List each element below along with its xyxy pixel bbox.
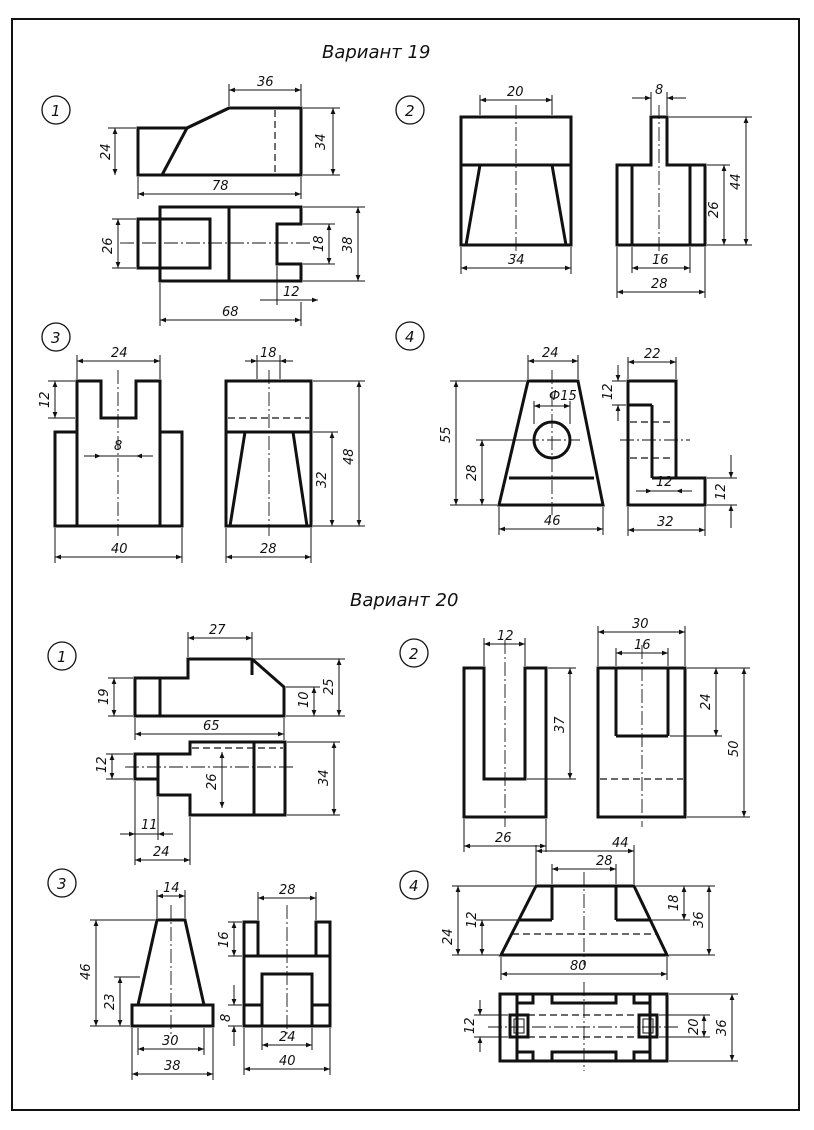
v19-task2: 2 20 34 8 44 26 16 28 — [395, 83, 752, 298]
task-number: 2 — [409, 645, 419, 663]
dim: 19 — [97, 688, 112, 705]
dim: 18 — [312, 235, 327, 252]
dim: 46 — [544, 514, 561, 529]
dim: 30 — [632, 617, 649, 632]
dim: 14 — [163, 881, 180, 896]
dim: 16 — [217, 931, 232, 948]
task-number: 3 — [51, 329, 61, 347]
dim: 18 — [667, 894, 682, 911]
dim: 8 — [219, 1014, 234, 1022]
dim: 24 — [99, 143, 114, 160]
dim: 32 — [657, 515, 674, 530]
v20-task3: 3 14 46 23 30 38 28 16 8 — [47, 868, 332, 1080]
dim: 80 — [570, 959, 587, 974]
dim: 34 — [314, 133, 329, 150]
dim: 12 — [463, 1017, 478, 1034]
dim: 78 — [212, 179, 229, 194]
dim: 44 — [612, 836, 629, 851]
dim: 28 — [596, 854, 613, 869]
dim: 28 — [651, 277, 668, 292]
task-number: 3 — [57, 875, 67, 893]
dim: 48 — [342, 448, 357, 465]
dim: 16 — [634, 638, 651, 653]
dim: 34 — [508, 253, 525, 268]
task-number-circle — [399, 870, 429, 900]
dim: 37 — [553, 716, 568, 733]
v19-task1: 1 36 24 34 78 26 18 38 12 — [41, 75, 365, 326]
dim: 27 — [209, 623, 226, 638]
dim: 12 — [497, 629, 514, 644]
dim: 24 — [699, 693, 714, 710]
dim: 11 — [141, 818, 158, 833]
dim: 44 — [729, 173, 744, 190]
dim: 12 — [465, 911, 480, 928]
dim: 12 — [601, 383, 616, 400]
sheet-frame — [11, 18, 800, 1111]
dim: 10 — [297, 691, 312, 708]
task-number-circle — [399, 638, 429, 668]
dim: 26 — [101, 237, 116, 254]
dim: 22 — [644, 347, 661, 362]
dim: 38 — [341, 236, 356, 253]
dim: 46 — [79, 963, 94, 980]
dim: 36 — [692, 911, 707, 928]
dim: 30 — [162, 1034, 179, 1049]
v20-task2: 2 12 37 26 30 16 24 50 — [399, 617, 750, 852]
task-number-circle — [47, 641, 77, 671]
dim: 36 — [257, 75, 274, 90]
dim: 55 — [439, 426, 454, 443]
task-number-circle — [395, 321, 425, 351]
task-number-circle — [47, 868, 77, 898]
dim: 32 — [315, 471, 330, 488]
dim: 38 — [164, 1059, 181, 1074]
task-number-circle — [395, 95, 425, 125]
v19-task3: 3 24 12 8 40 18 48 32 — [38, 322, 365, 563]
dim: 24 — [441, 928, 456, 945]
task-number-circle — [41, 322, 71, 352]
v20-task4: 4 44 28 24 12 — [399, 836, 738, 1071]
dim: 24 — [153, 845, 170, 860]
v19-task4: 4 24 Ф15 55 28 46 22 12 — [395, 321, 737, 536]
task-number: 1 — [57, 648, 67, 666]
dim: 8 — [655, 83, 663, 98]
dim: 18 — [260, 346, 277, 361]
dim: 34 — [317, 769, 332, 786]
dim: 12 — [656, 475, 673, 490]
dim: 36 — [715, 1019, 730, 1036]
dim: 68 — [222, 305, 239, 320]
dim: 24 — [542, 346, 559, 361]
dim: 28 — [279, 883, 296, 898]
task-number: 4 — [405, 328, 415, 346]
dim: 12 — [95, 756, 110, 773]
dim: 16 — [652, 253, 669, 268]
task-number: 4 — [409, 877, 419, 895]
dim: 26 — [205, 773, 220, 790]
variant-20-title: Вариант 20 — [350, 590, 458, 611]
dim: 24 — [111, 346, 128, 361]
dim: 40 — [279, 1054, 296, 1069]
dim: Ф15 — [549, 389, 577, 404]
dim: 23 — [103, 993, 118, 1010]
dim: 26 — [707, 201, 722, 218]
task-number: 1 — [51, 102, 61, 120]
v20-task1: 1 27 19 10 25 65 12 26 34 — [47, 623, 345, 865]
task-number: 2 — [405, 102, 415, 120]
variant-19-title: Вариант 19 — [322, 42, 430, 63]
dim: 65 — [203, 719, 220, 734]
dim: 28 — [465, 464, 480, 481]
dim: 12 — [714, 483, 729, 500]
dim: 28 — [260, 542, 277, 557]
task-number-circle — [41, 95, 71, 125]
dim: 25 — [322, 678, 337, 695]
dim: 12 — [283, 285, 300, 300]
dim: 26 — [495, 831, 512, 846]
dim: 8 — [114, 439, 122, 454]
dim: 24 — [279, 1030, 296, 1045]
dim: 50 — [727, 740, 742, 757]
dim: 20 — [507, 85, 524, 100]
dim: 12 — [38, 391, 53, 408]
dim: 40 — [111, 542, 128, 557]
dim: 20 — [687, 1018, 702, 1035]
